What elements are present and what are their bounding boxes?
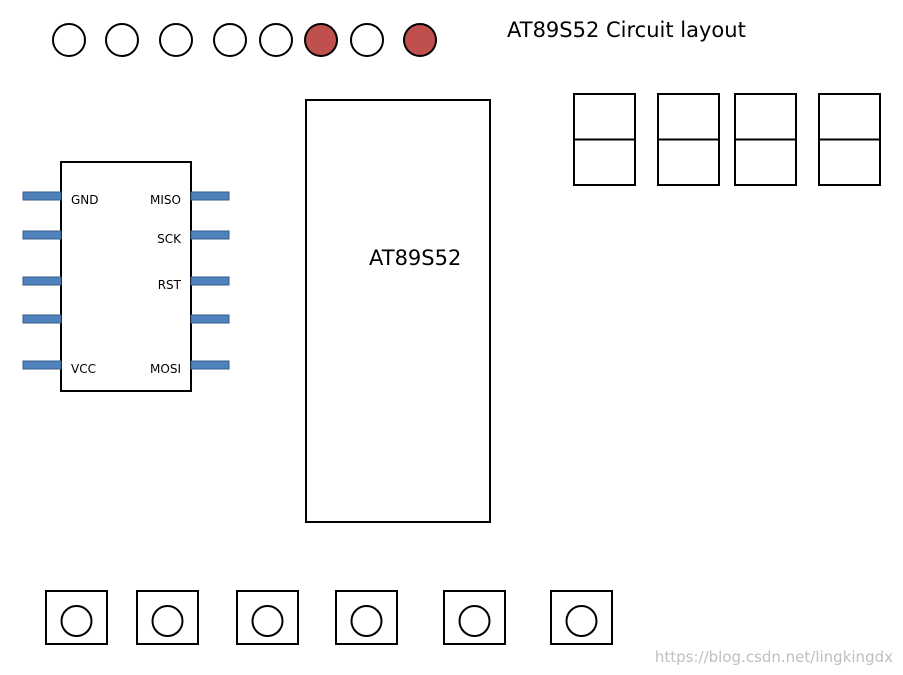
button-cap — [458, 605, 491, 637]
isp-pin-left-4 — [22, 314, 62, 324]
push-button-1 — [45, 590, 108, 645]
led-2-off — [105, 23, 139, 57]
led-6-on — [304, 23, 338, 57]
button-cap — [565, 605, 598, 637]
led-8-on — [403, 23, 437, 57]
isp-pin-label-right-5: MOSI — [150, 362, 181, 376]
seven-segment-digit-2 — [657, 93, 720, 186]
mcu-label: AT89S52 — [369, 246, 461, 270]
isp-pin-right-4 — [190, 314, 230, 324]
push-button-6 — [550, 590, 613, 645]
isp-pin-left-1 — [22, 191, 62, 201]
button-cap — [350, 605, 383, 637]
push-button-row — [45, 590, 613, 645]
seven-segment-digit-3 — [734, 93, 797, 186]
isp-pin-right-1 — [190, 191, 230, 201]
led-row — [52, 23, 437, 57]
button-cap — [60, 605, 93, 637]
led-4-off — [213, 23, 247, 57]
led-7-off — [350, 23, 384, 57]
seven-segment-digit-1 — [573, 93, 636, 186]
mcu-chip: AT89S52 — [305, 99, 491, 523]
seven-segment-display — [573, 93, 881, 186]
diagram-title: AT89S52 Circuit layout — [507, 18, 746, 42]
isp-pin-right-5 — [190, 360, 230, 370]
push-button-5 — [443, 590, 506, 645]
isp-pin-label-right-3: RST — [158, 278, 182, 292]
isp-header-pins: GND MISO SCK RST VCC MOSI — [22, 191, 230, 376]
isp-pin-label-left-5: VCC — [71, 362, 96, 376]
isp-pin-left-3 — [22, 276, 62, 286]
watermark: https://blog.csdn.net/lingkingdx — [655, 648, 893, 666]
isp-header-body — [60, 161, 192, 392]
mcu-body — [305, 99, 491, 523]
led-3-off — [159, 23, 193, 57]
push-button-3 — [236, 590, 299, 645]
push-button-2 — [136, 590, 199, 645]
isp-pin-right-2 — [190, 230, 230, 240]
led-5-off — [259, 23, 293, 57]
isp-pin-label-right-2: SCK — [157, 232, 182, 246]
isp-pin-label-right-1: MISO — [150, 193, 181, 207]
isp-header-chip: GND MISO SCK RST VCC MOSI — [22, 161, 230, 392]
isp-pin-left-2 — [22, 230, 62, 240]
seven-segment-digit-4 — [818, 93, 881, 186]
led-1-off — [52, 23, 86, 57]
isp-pin-left-5 — [22, 360, 62, 370]
button-cap — [251, 605, 284, 637]
isp-pin-right-3 — [190, 276, 230, 286]
push-button-4 — [335, 590, 398, 645]
button-cap — [151, 605, 184, 637]
isp-pin-label-left-1: GND — [71, 193, 99, 207]
